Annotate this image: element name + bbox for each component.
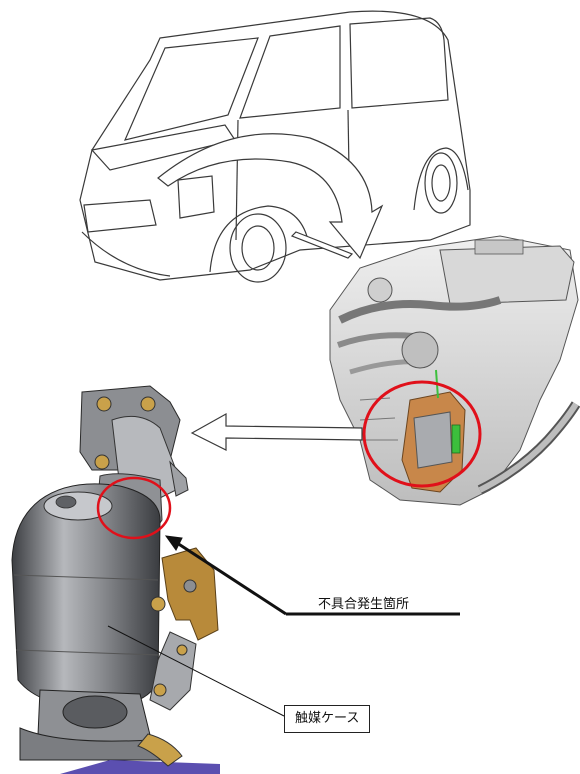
zoom-arrow-to-engine <box>157 133 384 260</box>
engine-highlight-circle <box>362 380 482 488</box>
engine-icon <box>329 235 580 506</box>
catalyst-icon <box>11 385 220 774</box>
catalyst-highlight-circle <box>96 476 172 540</box>
catalyst-case-label: 触媒ケース <box>284 705 371 733</box>
vehicle-icon <box>79 10 471 283</box>
defect-location-label: 不具合発生箇所 <box>318 597 410 612</box>
defect-leader-line <box>164 535 460 616</box>
zoom-arrow-to-catalyst <box>190 412 363 451</box>
catalyst-case-leader-line <box>107 625 285 717</box>
